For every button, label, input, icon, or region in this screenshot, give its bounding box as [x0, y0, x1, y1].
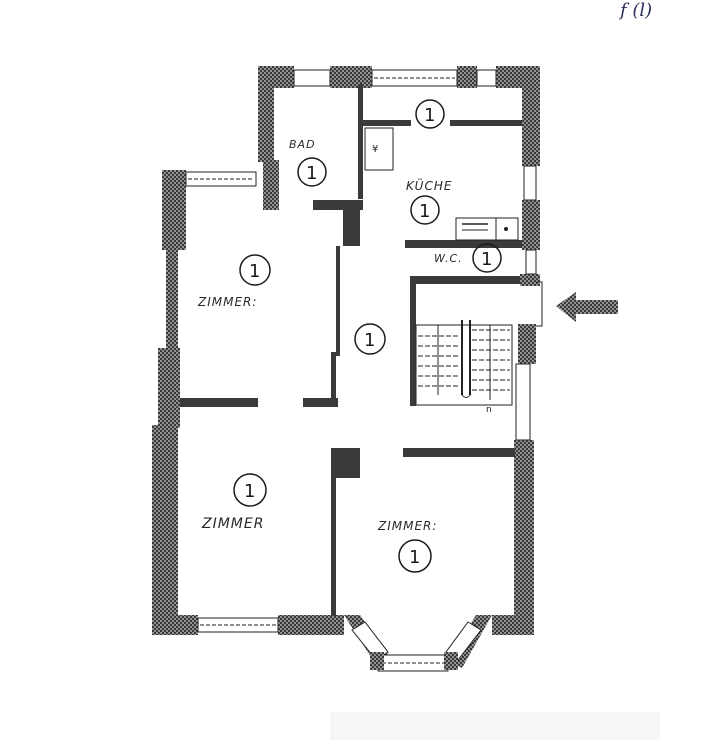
room-number-zimmer-1: 1 — [239, 254, 271, 286]
svg-text:1: 1 — [244, 481, 255, 502]
kitchen-fixtures: ¥ — [364, 127, 519, 241]
exterior-walls — [152, 66, 540, 635]
windows — [185, 69, 537, 633]
room-label-wc: W.C. — [434, 252, 463, 265]
room-labels: BAD KÜCHE W.C. ZIMMER: ZIMMER ZIMMER: — [197, 138, 463, 533]
room-numbers: 1 1 1 1 1 1 1 1 — [233, 99, 502, 573]
room-label-bad: BAD — [289, 138, 316, 151]
room-label-kueche: KÜCHE — [406, 177, 452, 193]
room-number-flur: 1 — [354, 323, 386, 355]
svg-text:1: 1 — [364, 330, 375, 351]
room-number-kueche: 1 — [410, 195, 440, 225]
room-label-zimmer-2: ZIMMER — [201, 516, 264, 532]
room-label-zimmer-1: ZIMMER: — [197, 295, 257, 309]
svg-text:1: 1 — [306, 163, 317, 184]
interior-walls — [180, 84, 522, 616]
svg-text:1: 1 — [481, 249, 492, 270]
entrance — [536, 281, 618, 327]
svg-text:¥: ¥ — [372, 144, 378, 155]
svg-text:1: 1 — [249, 261, 260, 282]
staircase: n — [415, 320, 513, 415]
room-number-bad: 1 — [297, 157, 327, 187]
svg-text:n: n — [486, 405, 492, 415]
corner-annotation: f (l) — [620, 0, 653, 21]
room-label-zimmer-3: ZIMMER: — [377, 519, 437, 533]
faded-footer-text — [330, 712, 660, 740]
room-number-wc: 1 — [472, 243, 502, 273]
svg-text:1: 1 — [424, 105, 435, 126]
room-number-zimmer-2: 1 — [233, 473, 267, 507]
room-number-kueche-top: 1 — [415, 99, 445, 129]
svg-text:1: 1 — [419, 201, 430, 222]
svg-text:1: 1 — [409, 547, 420, 568]
bay-window — [344, 615, 492, 672]
arrow-left-icon — [556, 292, 618, 322]
room-number-zimmer-3: 1 — [398, 539, 432, 573]
